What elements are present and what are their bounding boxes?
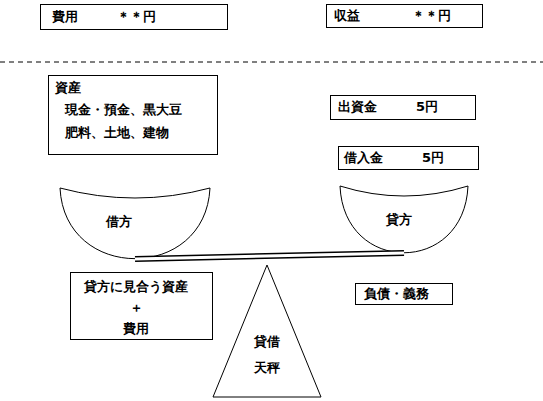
beam-group (135, 253, 404, 259)
pan-shape (60, 188, 210, 259)
text-box: 資産現金・預金、黒大豆 肥料、土地、建物 (48, 75, 218, 155)
text-box: 収益 ＊＊円 (326, 4, 483, 28)
triangle-shape (213, 265, 321, 397)
divider-line (0, 62, 543, 63)
asset-heading: 資産 (55, 78, 81, 98)
credit-pan: 貸方 (386, 210, 412, 230)
text-box: 貸方に見合う資産 ＋ 費用 (70, 272, 213, 340)
scale-pan: 貸方 (340, 184, 468, 254)
balance-fulcrum: 貸借 天秤 (247, 329, 287, 381)
beam-inner (135, 253, 404, 259)
asset-list: 現金・預金、黒大豆 肥料、土地、建物 (65, 98, 205, 144)
capital-box: 出資金 5円 (338, 97, 438, 117)
text-box: 出資金 5円 (330, 95, 476, 120)
triangle-outline (213, 265, 321, 397)
text-box: 借入金 5円 (338, 146, 479, 170)
pan-outline (60, 186, 210, 260)
text-box: 負債・義務 (355, 283, 453, 305)
balance-beam (135, 253, 404, 259)
revenue-box: 収益 ＊＊円 (334, 6, 451, 26)
pan-shape (340, 186, 468, 253)
debit-note-box: 貸方に見合う資産 ＋ 費用 (81, 276, 191, 339)
scale-pan: 借方 (60, 186, 210, 260)
loan-box: 借入金 5円 (344, 148, 444, 168)
text-box: 費用 ＊＊円 (40, 4, 228, 30)
expense-box: 費用 ＊＊円 (52, 7, 156, 27)
fulcrum-triangle: 貸借 天秤 (213, 265, 321, 397)
liability-box: 負債・義務 (364, 284, 429, 304)
debit-pan: 借方 (106, 212, 132, 232)
